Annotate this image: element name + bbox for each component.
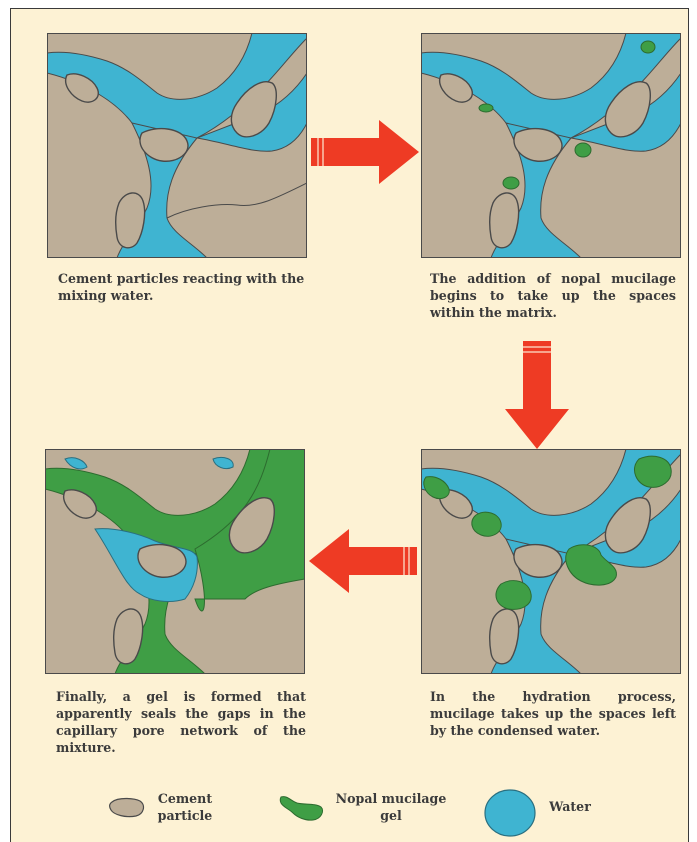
caption-step1: Cement particles reacting with the mixin… <box>58 270 308 304</box>
panel-step3 <box>421 449 681 674</box>
panel-step2 <box>421 33 681 258</box>
water-icon <box>483 788 537 838</box>
caption-step2: The addition of nopal mucilage begins to… <box>430 270 676 321</box>
arrow-down-icon <box>505 341 569 449</box>
panel-step4 <box>45 449 305 674</box>
arrow-left-icon <box>309 529 417 593</box>
legend-water-label: Water <box>540 798 600 815</box>
caption-step4: Finally, a gel is formed that apparently… <box>56 688 306 756</box>
cement-particle-icon <box>108 796 148 818</box>
arrow-right-icon <box>311 120 419 184</box>
caption-step3: In the hydration process, mucilage takes… <box>430 688 676 739</box>
mucilage-gel-icon <box>277 793 327 823</box>
legend-mucilage-label: Nopal mucilage gel <box>326 790 456 824</box>
panel-step1 <box>47 33 307 258</box>
legend-cement-label: Cement particle <box>150 790 220 824</box>
